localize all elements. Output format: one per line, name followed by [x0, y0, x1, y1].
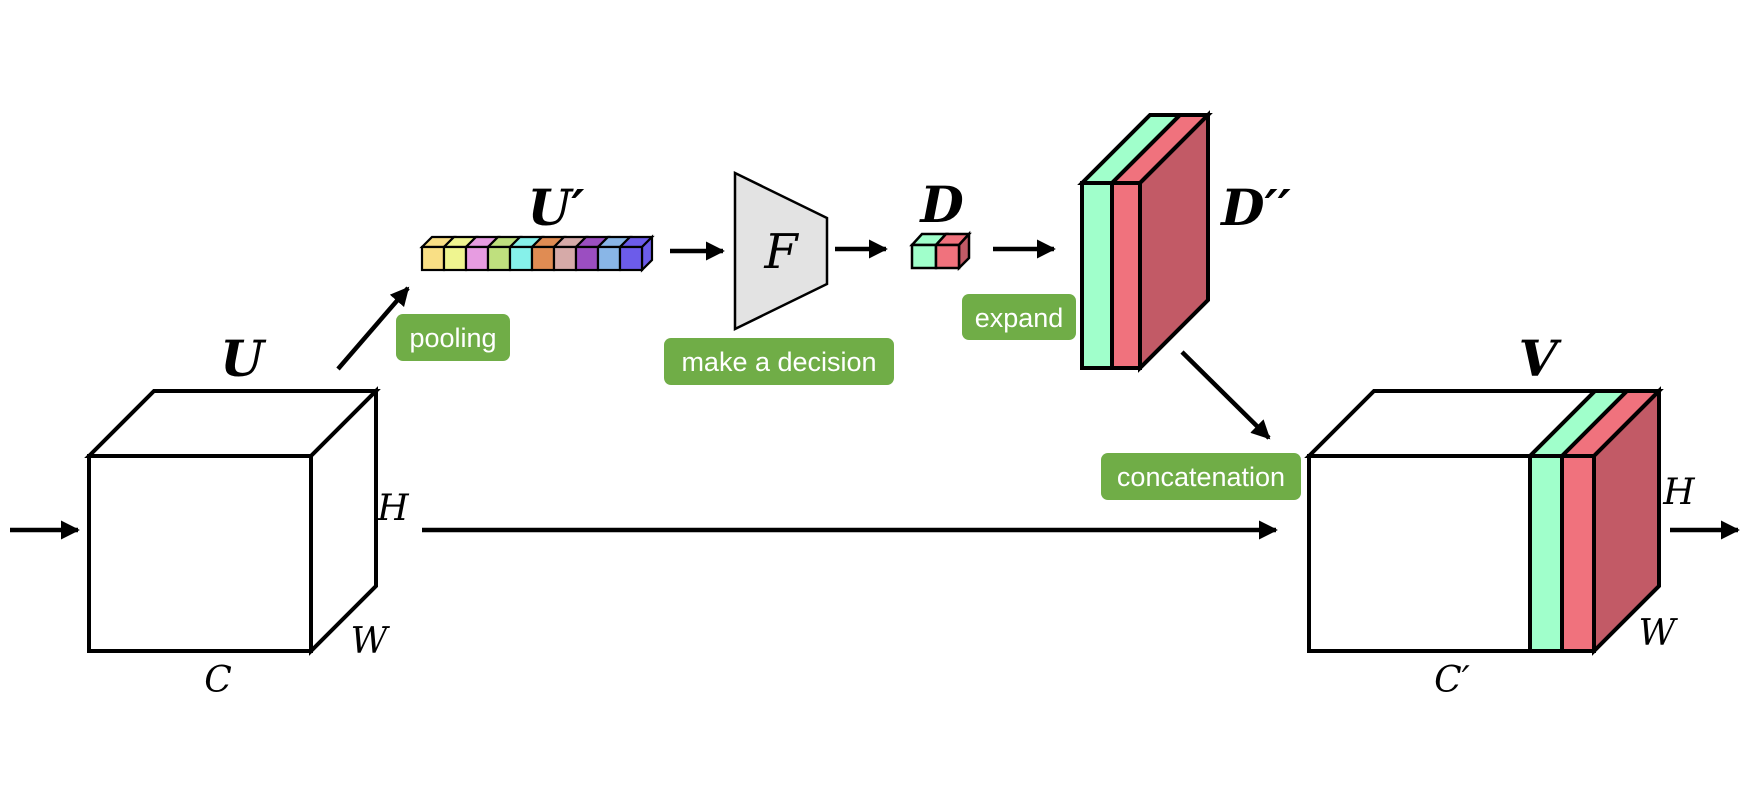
tensor-v-cube	[1304, 386, 1664, 656]
tag-pooling-bg	[396, 314, 510, 361]
label-d: D	[918, 175, 963, 234]
pooled-cell-front	[596, 245, 622, 272]
tensor-u-cube	[84, 386, 381, 656]
tag-expand-text: expand	[975, 303, 1064, 333]
decision-d	[909, 230, 972, 272]
cube-v-front-mint	[1528, 454, 1564, 653]
d2-front-mint	[1080, 181, 1114, 370]
expanded-d-double-prime	[1077, 110, 1213, 373]
tag-expand: expand	[962, 294, 1076, 340]
pooled-cell-front	[574, 245, 600, 272]
tag-make-a-decision: make a decision	[664, 338, 894, 385]
cube-v-front-salmon	[1560, 454, 1596, 653]
label-v: V	[1519, 329, 1563, 388]
d2-front-salmon	[1110, 181, 1142, 370]
cube-v-front-white	[1307, 454, 1532, 653]
pooled-cell-front	[552, 245, 578, 272]
pooled-cell-front	[486, 245, 512, 272]
tag-pooling: pooling	[396, 314, 510, 361]
decision-module-f	[733, 170, 829, 332]
arrows	[10, 239, 1740, 540]
label-u: U	[220, 329, 267, 388]
label-w-right: W	[1638, 613, 1678, 654]
concatenation-arrow	[1180, 350, 1271, 440]
label-f: F	[763, 224, 799, 280]
pooled-cell-front	[508, 245, 534, 272]
pooled-cell-front	[464, 245, 490, 272]
label-c: C	[204, 660, 232, 701]
d-front-mint	[910, 243, 938, 270]
label-h-left: H	[376, 488, 409, 529]
tag-concatenation-bg	[1101, 453, 1301, 500]
tag-expand-bg	[962, 294, 1076, 340]
label-d-double-prime: D′′	[1219, 178, 1291, 237]
pooled-vector	[419, 234, 655, 273]
label-w-left: W	[350, 621, 390, 662]
label-h-right: H	[1662, 472, 1695, 513]
tag-concatenation: concatenation	[1101, 453, 1301, 500]
tag-make-a-decision-text: make a decision	[681, 347, 876, 377]
pooled-cell-front	[618, 245, 644, 272]
pooled-cell-front	[420, 245, 446, 272]
pooling-arrow	[336, 286, 410, 371]
pooled-cell-front	[530, 245, 556, 272]
tag-make-a-decision-bg	[664, 338, 894, 385]
cube-u-front-face	[87, 454, 313, 653]
tag-pooling-text: pooling	[409, 323, 496, 353]
d-front-salmon	[934, 243, 961, 270]
label-u-prime: U′	[528, 178, 585, 237]
label-c-prime: C′	[1434, 660, 1470, 701]
tag-concatenation-text: concatenation	[1117, 462, 1285, 492]
pooled-cell-front	[442, 245, 468, 272]
